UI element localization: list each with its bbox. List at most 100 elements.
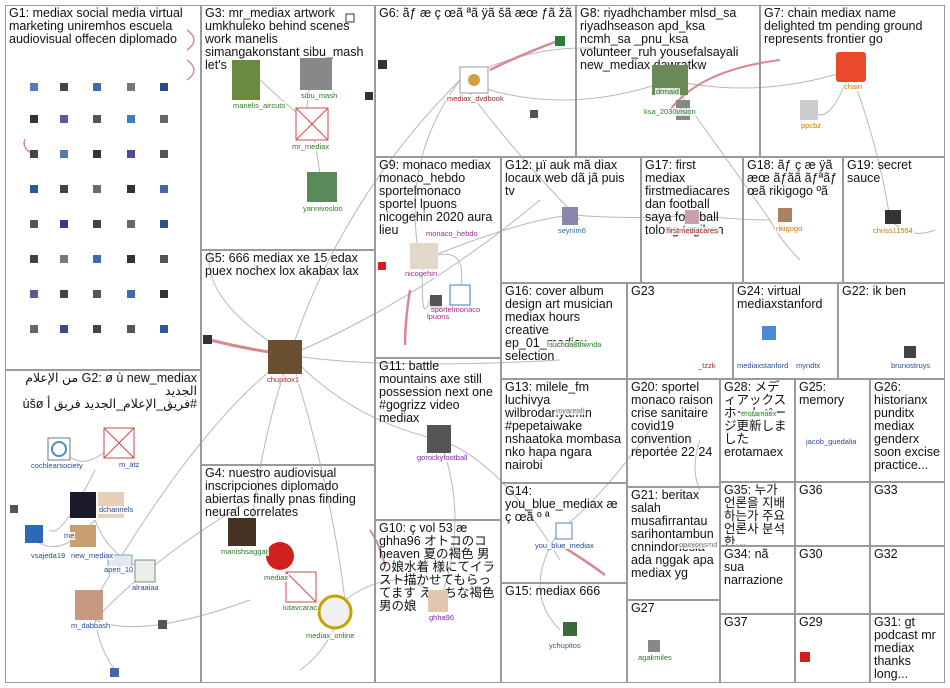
avatar-icon[interactable] <box>160 325 168 333</box>
avatar-icon[interactable] <box>93 83 101 91</box>
avatar-icon[interactable] <box>10 505 18 513</box>
group-box-g37: G37 <box>720 614 795 683</box>
avatar-icon[interactable] <box>30 325 38 333</box>
chriss-avatar-icon[interactable] <box>885 210 901 224</box>
node-label: new_mediax <box>70 551 115 560</box>
avatar-icon[interactable] <box>93 115 101 123</box>
avatar-icon[interactable] <box>203 335 212 344</box>
avatar-icon[interactable] <box>93 255 101 263</box>
avatar-icon[interactable] <box>160 185 168 193</box>
avatar-icon[interactable] <box>30 115 38 123</box>
group-description: G4: nuestro audiovisual inscripciones di… <box>205 466 360 519</box>
avatar-icon[interactable] <box>93 290 101 298</box>
avatar-icon[interactable] <box>158 620 167 629</box>
node-label: nicogehin <box>404 269 439 278</box>
avatar-icon[interactable] <box>30 290 38 298</box>
ychupitos-avatar-icon[interactable] <box>563 622 577 636</box>
g1-node-grid <box>30 83 168 333</box>
avatar-icon[interactable] <box>127 150 135 158</box>
edge-strong <box>369 529 386 566</box>
avatar-icon[interactable] <box>60 220 68 228</box>
avatar-icon[interactable] <box>60 185 68 193</box>
vsajeda-avatar-icon[interactable] <box>25 525 43 543</box>
group-description: G14: you_blue_mediax æ ç œã º ª <box>505 484 622 524</box>
avatar-icon[interactable] <box>127 220 135 228</box>
avatar-icon[interactable] <box>160 255 168 263</box>
chain-logo-icon[interactable] <box>836 52 866 82</box>
node-label: erotamaex <box>740 409 778 418</box>
avatar-icon[interactable] <box>93 185 101 193</box>
avatar-icon[interactable] <box>30 150 38 158</box>
group-box-g14: G14: you_blue_mediax æ ç œã º ª <box>501 483 627 583</box>
avatar-icon[interactable] <box>127 290 135 298</box>
avatar-icon[interactable] <box>160 115 168 123</box>
avatar-icon[interactable] <box>60 290 68 298</box>
avatar-icon[interactable] <box>127 115 135 123</box>
manelis-avatar-icon[interactable] <box>232 60 260 100</box>
avatar-icon[interactable] <box>160 290 168 298</box>
mediax-online-logo-icon[interactable] <box>317 594 353 630</box>
alraaiaa-avatar-icon[interactable] <box>134 559 156 583</box>
avatar-icon[interactable] <box>530 110 538 118</box>
avatar-icon[interactable] <box>127 255 135 263</box>
group-box-g30: G30 <box>795 546 870 614</box>
avatar-icon[interactable] <box>127 325 135 333</box>
avatar-icon[interactable] <box>555 36 565 46</box>
new-mediax-avatar-icon[interactable] <box>70 525 96 547</box>
avatar-icon[interactable] <box>93 220 101 228</box>
ppcbz-avatar-icon[interactable] <box>800 100 818 120</box>
avatar-icon[interactable] <box>127 185 135 193</box>
node-label: ychupitos <box>548 641 582 650</box>
agakmi-avatar-icon[interactable] <box>648 640 660 652</box>
group-description: G18: ãƒ ç æ ÿã æœ ãƒãã ãƒªãƒ œã rikigogo… <box>747 158 841 198</box>
yanni-avatar-icon[interactable] <box>307 172 337 202</box>
edge-strong <box>489 40 556 72</box>
avatar-icon[interactable] <box>160 83 168 91</box>
avatar-icon[interactable] <box>30 83 38 91</box>
avatar-icon[interactable] <box>93 150 101 158</box>
seynim-avatar-icon[interactable] <box>562 207 578 225</box>
ghha-avatar-icon[interactable] <box>428 590 448 612</box>
group-description: G34: nã sua narrazione <box>724 547 784 587</box>
avatar-icon[interactable] <box>30 255 38 263</box>
avatar-icon[interactable] <box>60 255 68 263</box>
avatar-icon[interactable] <box>60 325 68 333</box>
rikigogo-avatar-icon[interactable] <box>778 208 792 222</box>
node-label: ksa_2030vision <box>643 107 697 116</box>
mediax-logo-icon[interactable] <box>266 542 294 570</box>
avatar-icon[interactable] <box>127 83 135 91</box>
channels-avatar-icon[interactable] <box>70 492 96 518</box>
dabbash-avatar-icon[interactable] <box>75 590 103 620</box>
bruno-avatar-icon[interactable] <box>904 346 916 358</box>
nicogehin-avatar-icon[interactable] <box>410 243 438 269</box>
group-description: G12: µï auk mã diax locaux web dã jã pui… <box>505 158 629 198</box>
sportel-avatar-icon[interactable] <box>449 284 471 306</box>
avatar-icon[interactable] <box>160 150 168 158</box>
avatar-icon[interactable] <box>345 13 355 23</box>
sibu-avatar-icon[interactable] <box>300 58 332 90</box>
chupitox-avatar-icon[interactable] <box>268 340 302 374</box>
mxstanford-avatar-icon[interactable] <box>762 326 776 340</box>
avatar-icon[interactable] <box>365 92 373 100</box>
node-label: dchannels <box>98 505 135 514</box>
avatar-icon[interactable] <box>60 115 68 123</box>
avatar-icon[interactable] <box>60 83 68 91</box>
avatar-icon[interactable] <box>378 60 387 69</box>
group-description: G11: battle mountains axe still possessi… <box>379 359 497 425</box>
group-description: G35: 누가 언론을 지배하는가 주요 언론사 분석 한... <box>724 483 789 546</box>
avatar-icon[interactable] <box>160 220 168 228</box>
avatar-icon[interactable] <box>800 652 810 662</box>
self-loop <box>186 59 195 81</box>
you-blue-avatar-icon[interactable] <box>555 522 573 540</box>
manish-avatar-icon[interactable] <box>228 518 256 546</box>
group-box-g13: G13: milele_fm luchivya wilbrodanyamin #… <box>501 379 627 483</box>
avatar-icon[interactable] <box>110 668 119 677</box>
firstmedia-avatar-icon[interactable] <box>685 210 699 224</box>
avatar-icon[interactable] <box>93 325 101 333</box>
gorocky-avatar-icon[interactable] <box>427 425 451 453</box>
avatar-icon[interactable] <box>60 150 68 158</box>
avatar-icon[interactable] <box>378 262 386 270</box>
lpuons-avatar-icon[interactable] <box>430 295 442 309</box>
avatar-icon[interactable] <box>30 220 38 228</box>
avatar-icon[interactable] <box>30 185 38 193</box>
